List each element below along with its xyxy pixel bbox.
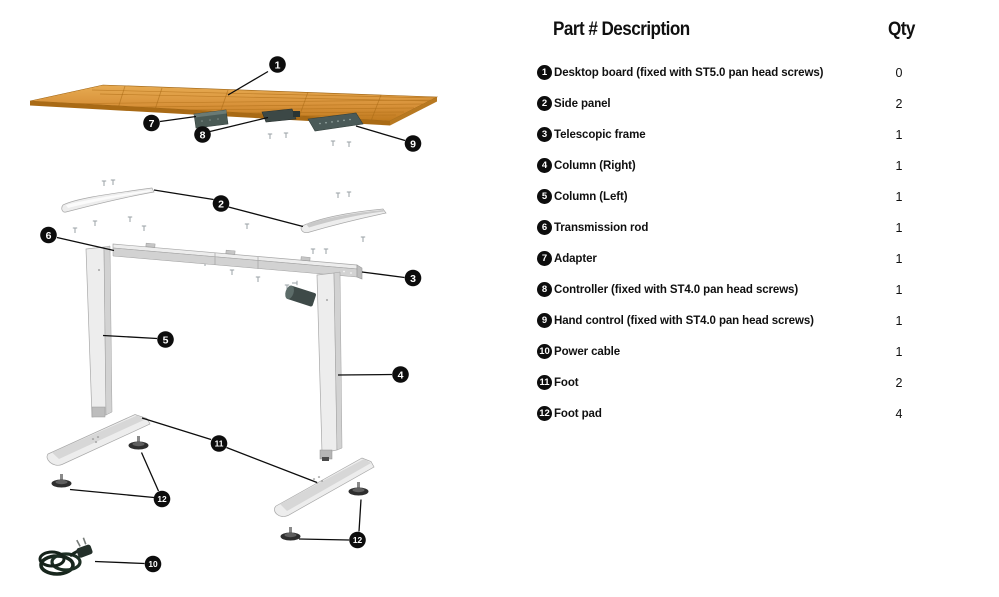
callout-6-number: 6 (46, 230, 52, 242)
part-number-badge: 10 (537, 344, 552, 359)
transmission-rod (285, 285, 316, 307)
callout-3-number: 3 (410, 273, 416, 285)
callout-12-left: 12 (153, 490, 171, 508)
table-row: 7 Adapter 1 (537, 243, 992, 274)
table-row: 10 Power cable 1 (537, 336, 992, 367)
callout-11: 11 (210, 435, 228, 452)
part-qty: 1 (895, 127, 903, 142)
foot-left (46, 414, 151, 466)
part-qty: 1 (895, 220, 903, 235)
part-number-badge: 6 (537, 220, 552, 235)
callout-9: 9 (404, 135, 422, 152)
part-qty: 4 (895, 406, 903, 421)
callout-lines (56, 70, 406, 565)
callout-5: 5 (157, 331, 174, 348)
part-number-badge: 7 (537, 251, 552, 266)
callout-7-number: 7 (149, 118, 155, 130)
part-description: Desktop board (fixed with ST5.0 pan head… (554, 66, 824, 79)
part-description: Controller (fixed with ST4.0 pan head sc… (554, 283, 799, 296)
callout-12-number: 12 (157, 494, 167, 504)
callout-10-number: 10 (148, 559, 158, 569)
part-description: Foot pad (554, 407, 602, 420)
callout-4-number: 4 (398, 369, 404, 381)
column-left (85, 245, 113, 418)
column-right (316, 271, 343, 461)
side-panel-right (300, 208, 387, 233)
part-qty: 1 (895, 282, 903, 297)
part-description: Foot (554, 376, 579, 389)
part-number-badge: 9 (537, 313, 552, 328)
table-row: 3 Telescopic frame 1 (537, 119, 992, 150)
part-number-badge: 11 (537, 375, 552, 390)
table-row: 5 Column (Left) 1 (537, 181, 992, 212)
part-qty: 1 (895, 251, 903, 266)
part-qty: 0 (895, 65, 903, 80)
callout-12-right: 12 (349, 531, 366, 549)
foot-right (274, 457, 375, 517)
part-number-badge: 12 (537, 406, 552, 421)
callout-12-number: 12 (353, 535, 363, 545)
part-qty: 1 (895, 313, 903, 328)
part-number-badge: 4 (537, 158, 552, 173)
table-row: 11 Foot 2 (537, 367, 992, 398)
table-row: 9 Hand control (fixed with ST4.0 pan hea… (537, 305, 992, 336)
part-qty: 2 (895, 375, 903, 390)
callout-10: 10 (144, 555, 162, 573)
part-qty: 1 (895, 189, 903, 204)
foot-pads (51, 436, 369, 541)
part-description: Column (Left) (554, 190, 628, 203)
part-qty: 1 (895, 344, 903, 359)
part-number-badge: 3 (537, 127, 552, 142)
part-qty: 2 (895, 96, 903, 111)
table-header-qty: Qty (888, 19, 915, 40)
callout-3: 3 (404, 269, 422, 287)
callout-5-number: 5 (163, 334, 169, 346)
callout-6: 6 (40, 226, 57, 244)
table-row: 4 Column (Right) 1 (537, 150, 992, 181)
side-panel-left (61, 187, 155, 213)
part-description: Power cable (554, 345, 621, 358)
table-row: 12 Foot pad 4 (537, 398, 992, 429)
part-number-badge: 8 (537, 282, 552, 297)
part-number-badge: 1 (537, 65, 552, 80)
callout-2-number: 2 (218, 198, 224, 210)
part-description: Transmission rod (554, 221, 649, 234)
exploded-desk-diagram: 1 2 3 4 5 6 7 8 (29, 56, 439, 576)
table-row: 2 Side panel 2 (537, 88, 992, 119)
table-header-part-description: Part # Description (553, 19, 690, 40)
parts-table: 1 Desktop board (fixed with ST5.0 pan he… (537, 57, 992, 429)
telescopic-frame (112, 242, 363, 280)
callout-4: 4 (392, 366, 409, 383)
part-qty: 1 (895, 158, 903, 173)
table-row: 6 Transmission rod 1 (537, 212, 992, 243)
callout-2: 2 (212, 195, 230, 212)
table-row: 1 Desktop board (fixed with ST5.0 pan he… (537, 57, 992, 88)
part-description: Hand control (fixed with ST4.0 pan head … (554, 314, 814, 327)
callout-1: 1 (269, 56, 286, 73)
part-number-badge: 2 (537, 96, 552, 111)
callout-8: 8 (194, 126, 211, 143)
callout-9-number: 9 (410, 138, 416, 150)
callout-8-number: 8 (200, 129, 206, 141)
part-number-badge: 5 (537, 189, 552, 204)
part-description: Side panel (554, 97, 611, 110)
part-description: Telescopic frame (554, 128, 646, 141)
callout-11-number: 11 (215, 439, 224, 449)
hand-control (307, 112, 364, 132)
adapter (193, 109, 229, 129)
part-description: Column (Right) (554, 159, 636, 172)
part-description: Adapter (554, 252, 597, 265)
table-row: 8 Controller (fixed with ST4.0 pan head … (537, 274, 992, 305)
callout-1-number: 1 (275, 59, 281, 71)
callout-7: 7 (143, 114, 160, 132)
power-cable (38, 537, 93, 576)
